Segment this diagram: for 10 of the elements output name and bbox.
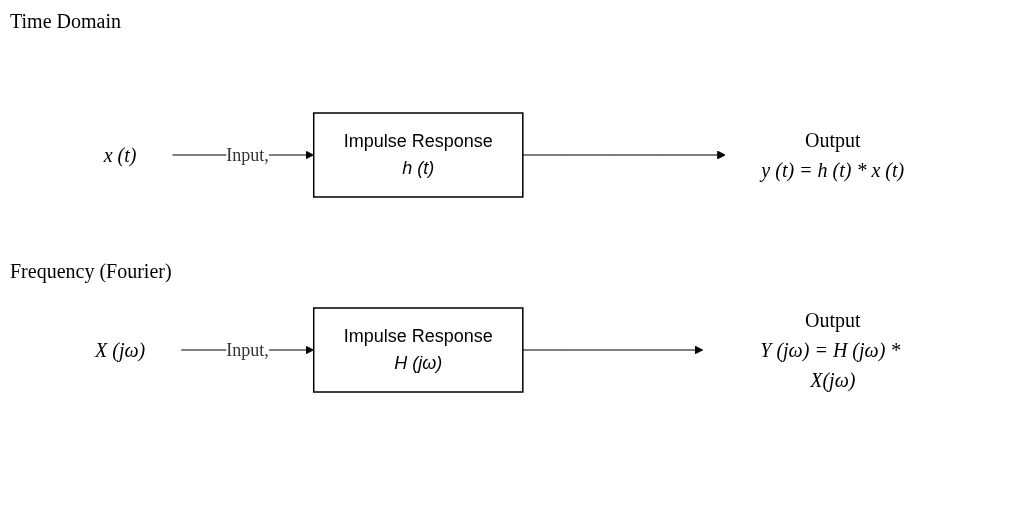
node-text: Output y (t) = h (t) * x (t) (760, 128, 904, 181)
edge-label: Input, (225, 144, 269, 164)
node-text: X (jω) (94, 338, 145, 361)
node-box: Impulse Response H (jω) (312, 306, 524, 393)
edge-label: Input, (225, 339, 269, 359)
section-heading: Frequency (Fourier) (10, 260, 172, 283)
node-text: x (t) (103, 143, 137, 166)
node-box: Impulse Response h (t) (312, 111, 524, 198)
node-text: Output Y (jω) = H (jω) * X(jω) (759, 308, 900, 391)
section-heading: Time Domain (10, 10, 121, 33)
